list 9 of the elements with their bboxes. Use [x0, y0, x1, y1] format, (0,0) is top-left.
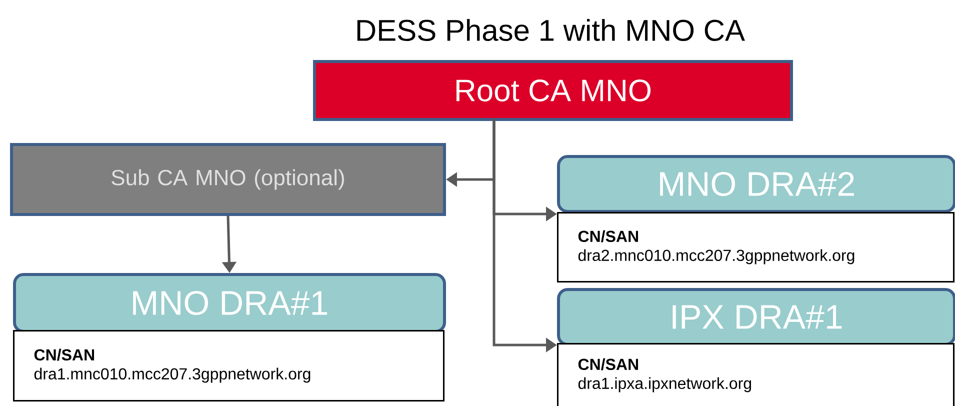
dra-header-box: MNO DRA#1: [13, 273, 446, 333]
title: DESS Phase 1 with MNO CA: [357, 18, 745, 42]
certificate-box: CN/SAN dra2.mnc010.mcc207.3gppnetwork.org: [557, 212, 954, 282]
certificate-box: CN/SAN dra1.mnc010.mcc207.3gppnetwork.org: [13, 330, 444, 402]
dra-header-box: IPX DRA#1: [557, 288, 955, 346]
certificate-box: CN/SAN dra1.ipxa.ipxnetwork.org: [557, 343, 954, 406]
sub-ca-box: Sub CA MNO (optional): [10, 143, 446, 216]
root-ca-box: Root CA MNO: [313, 60, 793, 121]
dra-header-box: MNO DRA#2: [557, 155, 955, 213]
